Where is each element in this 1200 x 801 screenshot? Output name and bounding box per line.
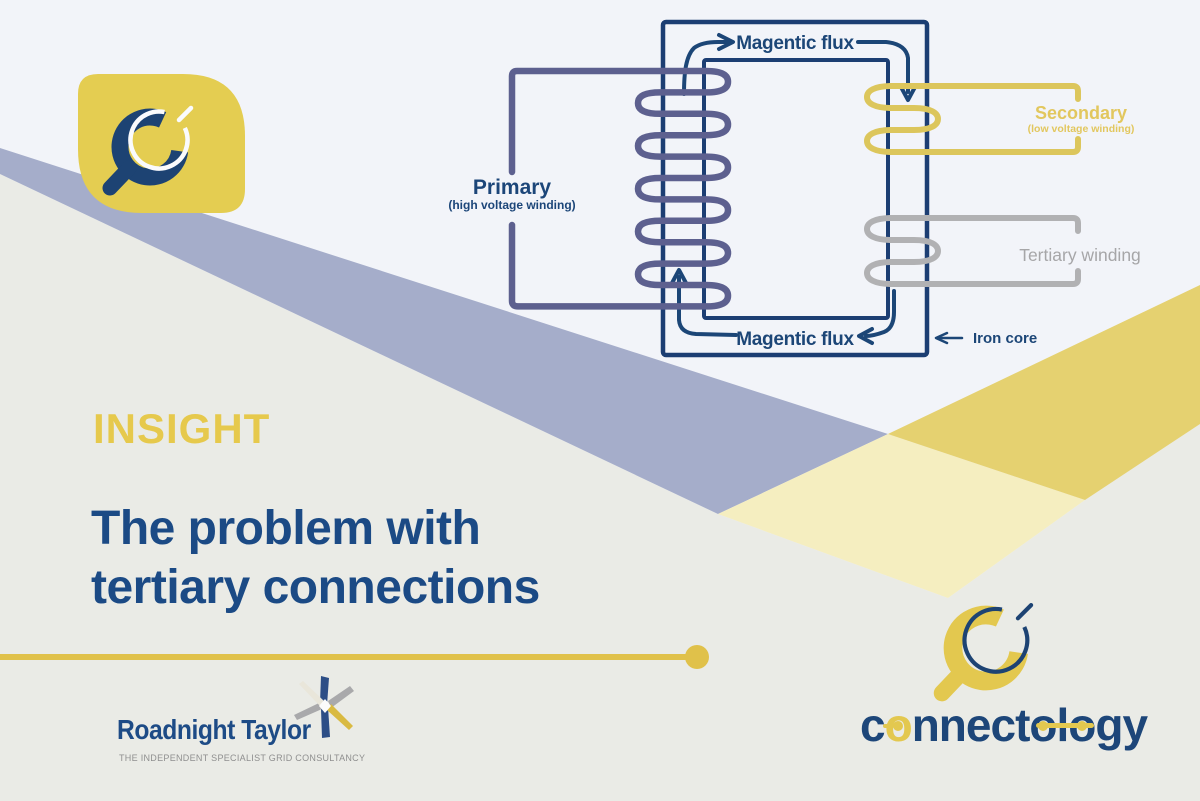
flux-arrowhead-down [899,85,917,102]
flux-curve-top-right [856,40,910,94]
flux-label-top: Magentic flux [736,33,854,54]
wordmark-co-dash [883,724,894,728]
pale-yellow-wedge [718,434,1085,598]
iron-core-inner [702,58,890,320]
connectology-wordmark: connectology [860,699,1148,751]
magnifier-tick [176,105,194,123]
brand-badge [78,74,245,213]
magnifier-handle [102,160,137,196]
star-center [319,699,331,713]
magnifier-handle [933,662,972,702]
background-gray-wedge [0,174,1200,801]
tertiary-winding-coil [864,215,1081,287]
primary-winding-coil [508,67,732,310]
wordmark-node-connector [1036,723,1094,728]
star-blade-north [320,676,329,705]
title-line-1: The problem with [91,502,481,555]
iron-core-pointer [934,331,964,345]
star-blade-southeast [327,704,353,730]
secondary-sublabel: (low voltage winding) [1028,123,1135,135]
magnifier-tick [1015,603,1034,621]
roadnight-star-icon [294,676,354,738]
star-blade-northeast [328,686,354,708]
secondary-label: Secondary [1035,103,1127,123]
flux-curve-bottom-left [677,275,738,337]
wordmark-letter-c: c [860,699,886,751]
iron-core-outer [660,19,930,358]
transformer-diagram: Magentic flux Magentic flux Primary (hig… [448,19,1141,358]
flux-curve-top-left [682,40,729,96]
flux-arrows [670,33,917,345]
divider-dot [685,645,709,669]
star-blade-northwest [299,681,324,706]
flux-arrowhead-left [857,327,874,345]
magnifier-lens-outline [128,109,190,171]
flux-arrowhead-up [670,268,688,285]
iron-core-label: Iron core [973,330,1037,347]
flux-label-bottom: Magentic flux [736,329,854,350]
magnifier-ring [943,605,1029,691]
wordmark-letters-gy: gy [1095,699,1148,751]
tertiary-label: Tertiary winding [1019,245,1141,265]
badge-shape [78,74,245,213]
primary-label: Primary [473,176,552,199]
roadnight-taylor-wordmark: Roadnight Taylor [117,714,311,745]
periwinkle-band [0,148,888,514]
flux-arrowhead-right [717,33,735,51]
dark-yellow-band [888,285,1200,500]
wordmark-letters-nnect: nnect [911,699,1031,751]
page-title: The problem with tertiary connections [91,499,540,617]
primary-sublabel: (high voltage winding) [448,198,575,212]
title-line-2: tertiary connections [91,561,540,614]
flux-curve-bottom-right [864,289,896,338]
kicker-insight: INSIGHT [93,405,271,452]
roadnight-taylor-tagline: THE INDEPENDENT SPECIALIST GRID CONSULTA… [119,753,366,763]
star-blade-southwest [294,703,322,720]
star-blade-south [321,707,330,738]
iron-core-arrowhead [934,331,949,345]
divider [0,645,709,669]
secondary-winding-coil [864,83,1081,155]
